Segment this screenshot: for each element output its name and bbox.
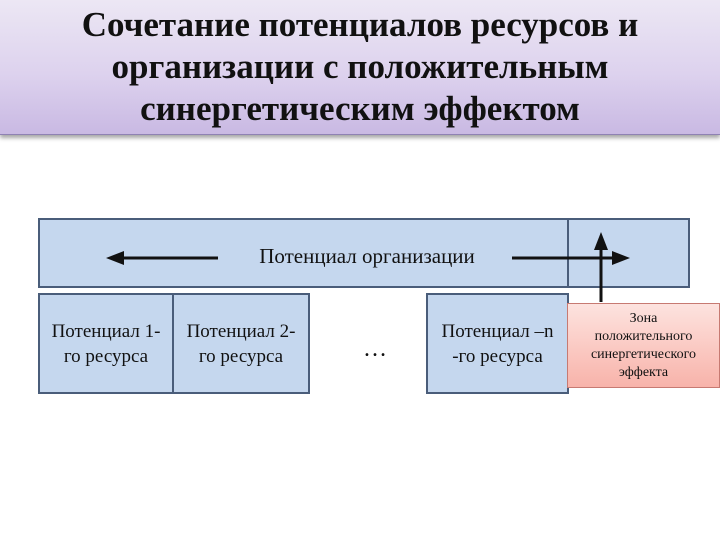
title-banner: Сочетание потенциалов ресурсов и организ… bbox=[0, 0, 720, 135]
organization-potential-label: Потенциал организации bbox=[226, 244, 508, 268]
title-line-3: синергетическим эффектом bbox=[140, 89, 580, 128]
synergy-zone-box: Зона положительного синергетического эфф… bbox=[567, 303, 720, 388]
slide-title: Сочетание потенциалов ресурсов и организ… bbox=[10, 4, 710, 130]
resource-2-label: Потенциал 2- го ресурса bbox=[186, 320, 296, 367]
resource-2-box: Потенциал 2- го ресурса bbox=[172, 293, 310, 394]
synergy-zone-label: Зона положительного синергетического эфф… bbox=[590, 310, 697, 380]
resource-n-label: Потенциал –n -го ресурса bbox=[441, 320, 554, 367]
title-line-2: организации с положительным bbox=[111, 47, 609, 86]
left-arrow-head bbox=[106, 251, 124, 265]
organization-box-divider bbox=[567, 218, 569, 288]
resource-1-box: Потенциал 1- го ресурса bbox=[38, 293, 174, 394]
up-arrow-head bbox=[594, 232, 608, 250]
title-line-1: Сочетание потенциалов ресурсов и bbox=[81, 5, 639, 44]
ellipsis: … bbox=[363, 336, 387, 362]
resource-1-label: Потенциал 1- го ресурса bbox=[51, 320, 161, 367]
resource-n-box: Потенциал –n -го ресурса bbox=[426, 293, 569, 394]
right-arrow-head bbox=[612, 251, 630, 265]
